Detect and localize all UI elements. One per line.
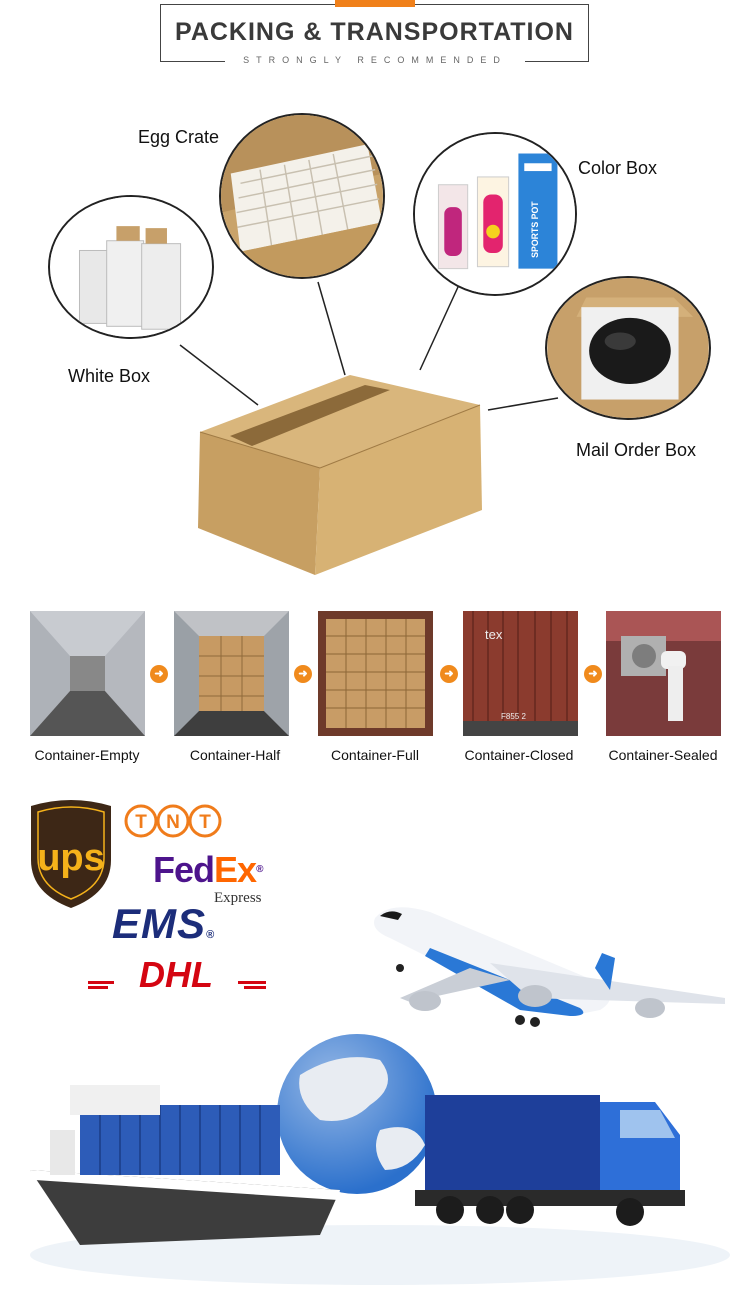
container-empty-caption: Container-Empty xyxy=(34,747,140,763)
mail-order-box-label: Mail Order Box xyxy=(576,440,697,460)
color-box-image: SPORTS POT xyxy=(413,132,577,296)
svg-text:N: N xyxy=(166,812,180,833)
fedex-logo: FedEx® xyxy=(153,849,264,890)
white-box-label: White Box xyxy=(68,366,151,386)
transport-scene-image xyxy=(30,1034,730,1285)
step-arrow-icon: ➜ xyxy=(440,665,458,683)
ems-logo: EMS® xyxy=(112,900,216,947)
container-brand-text: tex xyxy=(485,627,503,642)
color-box-print-text: SPORTS POT xyxy=(530,201,540,258)
step-arrow-icon: ➜ xyxy=(584,665,602,683)
header-accent-bar xyxy=(335,0,415,7)
egg-crate-image xyxy=(219,113,385,279)
container-closed-caption: Container-Closed xyxy=(464,747,574,763)
dhl-logo: DHL xyxy=(88,957,266,993)
egg-crate-label: Egg Crate xyxy=(138,127,220,147)
svg-text:T: T xyxy=(135,812,147,833)
container-empty-image xyxy=(30,611,145,736)
fedex-express-text: Express xyxy=(214,890,262,906)
container-half-image xyxy=(174,611,289,736)
mail-order-box-image xyxy=(545,276,711,420)
cardboard-box-image xyxy=(198,375,482,575)
step-arrow-icon: ➜ xyxy=(150,665,168,683)
color-box-label: Color Box xyxy=(578,158,658,178)
svg-text:ups: ups xyxy=(37,837,105,879)
page-title: PACKING & TRANSPORTATION xyxy=(175,18,574,46)
step-arrow-icon: ➜ xyxy=(294,665,312,683)
container-half-caption: Container-Half xyxy=(189,747,281,763)
container-closed-image: tex F855 2 xyxy=(463,611,578,736)
tnt-logo: T N T xyxy=(124,804,222,838)
white-box-image xyxy=(48,195,214,339)
container-full-caption: Container-Full xyxy=(331,747,419,763)
connector-lines xyxy=(179,281,559,411)
container-code-text: F855 2 xyxy=(501,712,526,721)
ups-logo: ups xyxy=(31,800,111,908)
svg-text:DHL: DHL xyxy=(139,957,213,993)
page-subtitle: STRONGLY RECOMMENDED xyxy=(225,55,525,65)
container-full-image xyxy=(318,611,433,736)
airplane-image xyxy=(374,907,725,1027)
svg-text:T: T xyxy=(199,812,211,833)
container-sealed-image xyxy=(606,611,721,736)
container-sealed-caption: Container-Sealed xyxy=(608,747,718,763)
